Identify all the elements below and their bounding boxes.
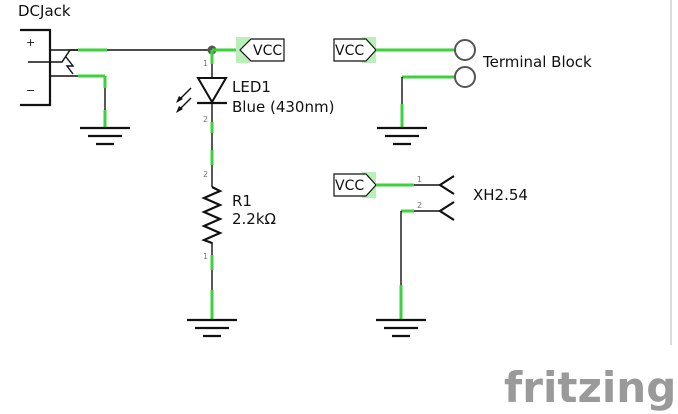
vcc-label-c[interactable]: VCC xyxy=(333,172,377,198)
ground-symbol xyxy=(187,318,237,338)
ground-symbol xyxy=(376,318,426,338)
xh-pin2-label: 2 xyxy=(417,201,422,210)
xh-pin1-label: 1 xyxy=(417,175,422,184)
xh-pin-2-icon xyxy=(437,201,455,221)
led-symbol[interactable]: 1 2 xyxy=(176,59,228,124)
dc-jack-body xyxy=(20,28,52,107)
dc-jack-minus: − xyxy=(26,84,35,97)
dc-jack-plus: + xyxy=(26,36,35,49)
xh-connector-label: XH2.54 xyxy=(473,186,528,204)
led-light-arrowhead-icon xyxy=(176,106,183,113)
ground-symbol xyxy=(377,126,427,146)
resistor-symbol[interactable]: 2 1 xyxy=(201,170,223,261)
vcc-label-text: VCC xyxy=(335,43,364,59)
led-light-arrowhead-icon xyxy=(176,96,183,103)
vcc-flag xyxy=(333,173,377,197)
vcc-flag xyxy=(333,38,377,62)
xh-pin-1-icon xyxy=(437,175,455,195)
terminal-pin-2 xyxy=(454,66,476,88)
resistor-name: R1 xyxy=(232,192,252,210)
resistor-pin1-label: 1 xyxy=(203,252,208,261)
ground-symbol xyxy=(80,126,130,146)
led-pin2-label: 2 xyxy=(203,115,208,124)
resistor-zigzag xyxy=(201,186,223,245)
vcc-label-b[interactable]: VCC xyxy=(333,37,377,63)
terminal-pin-1 xyxy=(454,39,476,61)
led-value: Blue (430nm) xyxy=(232,98,334,116)
vcc-label-text: VCC xyxy=(253,43,282,59)
led-triangle xyxy=(196,77,228,104)
resistor-pin2-label: 2 xyxy=(203,170,208,179)
terminal-block[interactable] xyxy=(454,39,476,88)
led-name: LED1 xyxy=(232,78,271,96)
dc-jack[interactable]: DCJack + − xyxy=(18,2,78,107)
vcc-flag xyxy=(239,38,285,62)
dc-jack-spark-icon xyxy=(65,56,75,75)
fritzing-logo: fritzing xyxy=(504,363,676,412)
terminal-block-label: Terminal Block xyxy=(482,53,592,71)
resistor-value: 2.2kΩ xyxy=(232,210,276,228)
dc-jack-switch-contact xyxy=(28,49,78,63)
xh-connector[interactable]: 1 2 xyxy=(417,175,455,221)
dc-jack-label: DCJack xyxy=(18,2,71,20)
vcc-label-a[interactable]: VCC xyxy=(212,37,285,63)
led-pin1-label: 1 xyxy=(203,59,208,68)
vcc-label-text: VCC xyxy=(335,178,364,194)
